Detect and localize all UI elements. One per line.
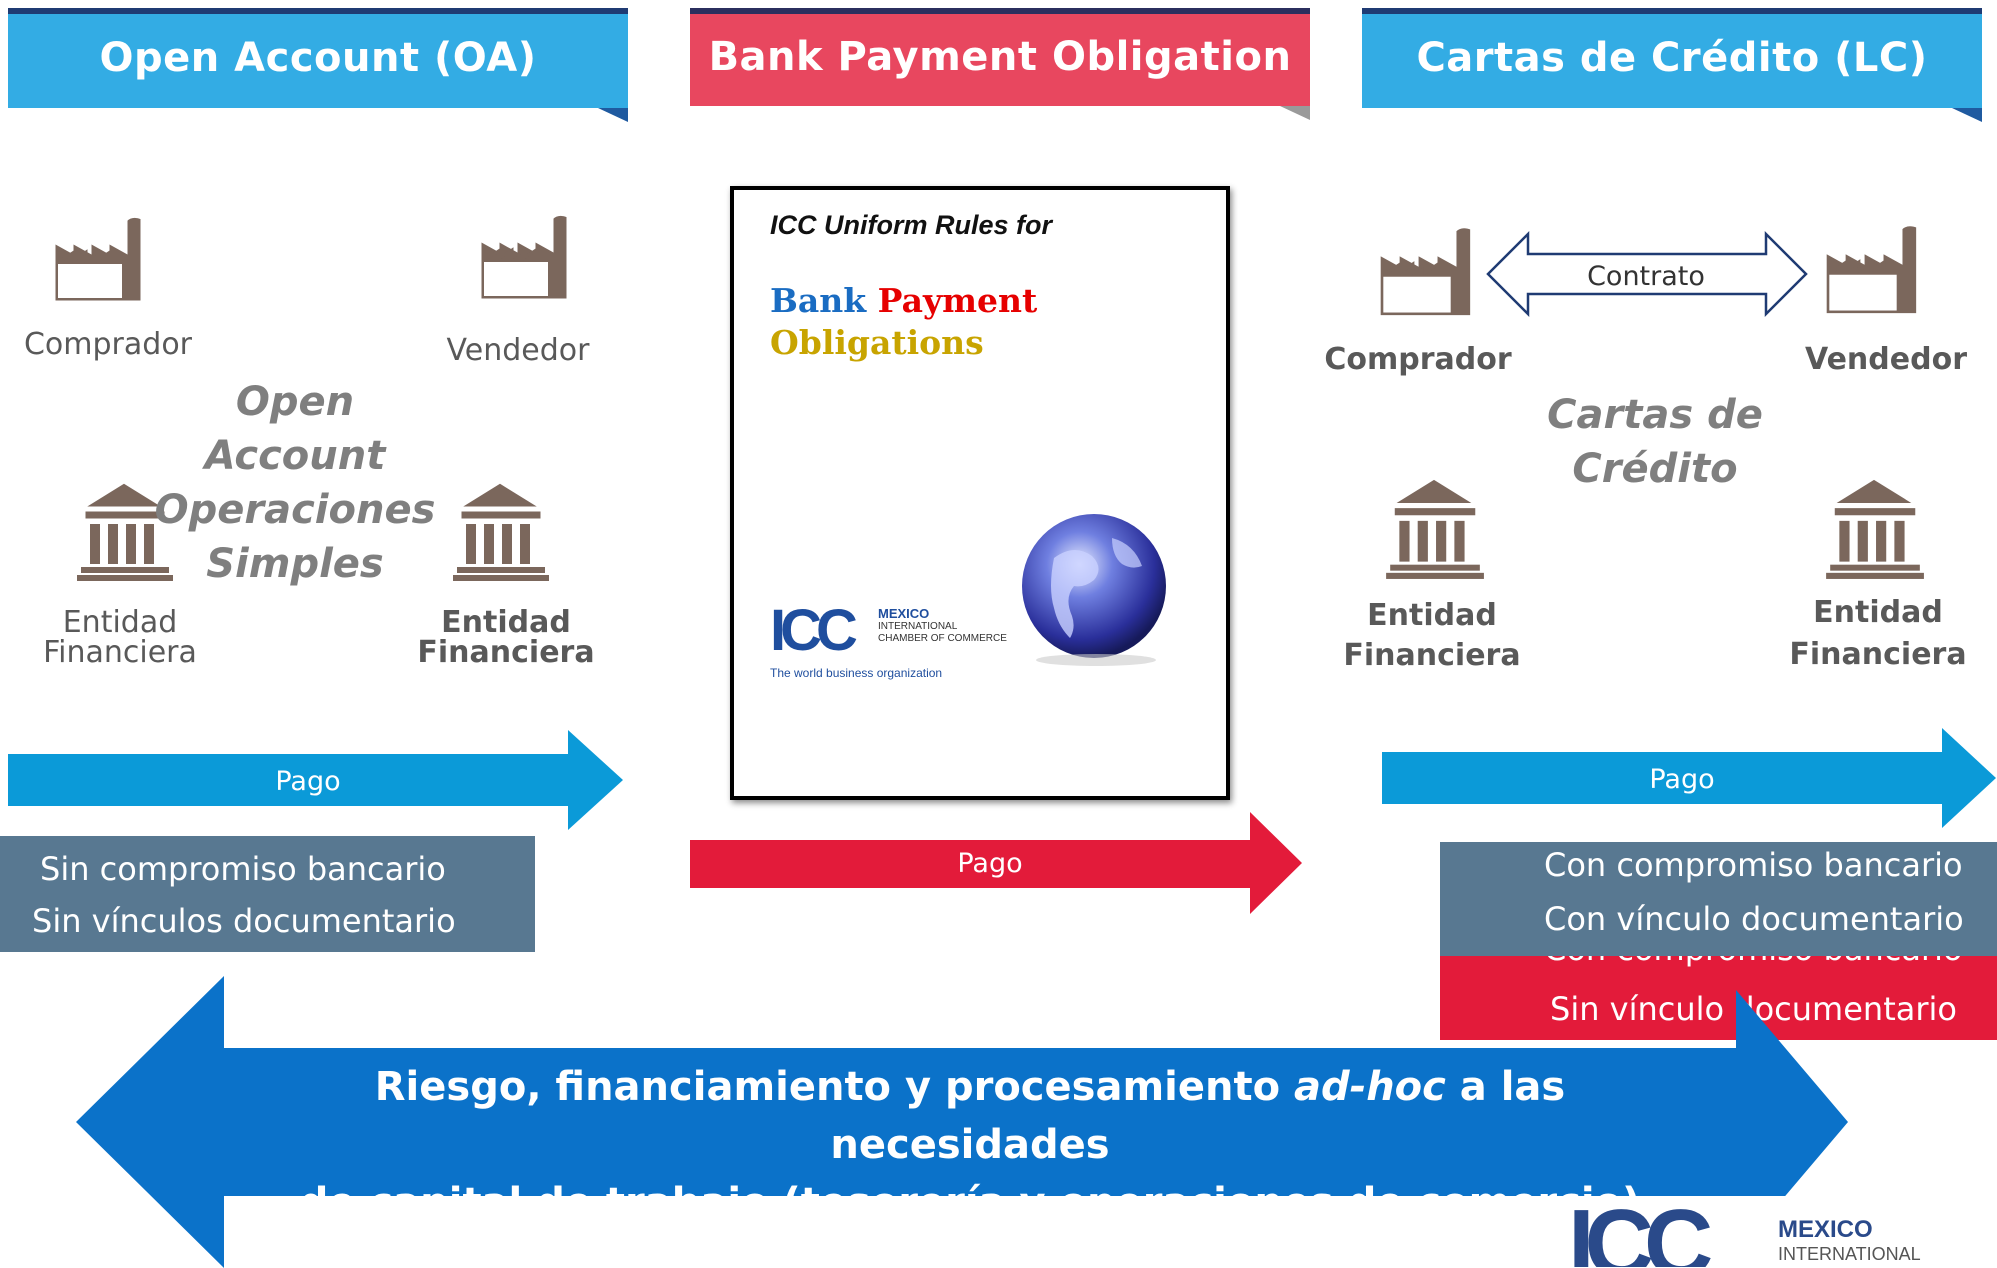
lc-comprador-label: Comprador [1324,342,1512,377]
header-tab [1952,108,1982,122]
text-segment-italic: ad-hoc [1293,1064,1446,1110]
lc-gray-box-line: Con compromiso bancario [1544,846,1963,884]
factory-icon [1823,223,1920,317]
header-bpo: Bank Payment Obligation [690,8,1310,120]
big-arrow-line1: Riesgo, financiamiento y procesamiento a… [240,1058,1700,1174]
lc-pago-arrow [1382,728,1996,828]
factory-icon [1377,225,1474,319]
doc-title-bank: Bank [770,281,867,320]
lc-center-text: Cartas de Crédito [1500,388,1810,496]
icc-logo-tagline: The world business organization [770,666,943,680]
oa-info-box: Sin compromiso bancario Sin vínculos doc… [0,836,535,952]
lc-entidad-right-label: Entidad Financiera [1778,592,1978,676]
oa-box-line: Sin vínculos documentario [32,902,456,940]
globe-icon [1022,514,1166,666]
oa-entidad-left-label: Entidad Financiera [20,608,220,668]
icc-logo-line2: INTERNATIONAL [878,621,958,632]
header-top-line [8,8,628,14]
bank-icon [1824,476,1926,581]
label-line: Entidad [441,605,571,640]
label-line: Financiera [43,635,197,670]
lc-center-line: Crédito [1572,446,1738,492]
oa-center-line: Operaciones [154,487,436,533]
header-cartas-credito: Cartas de Crédito (LC) [1362,8,1982,122]
doc-title-payment: Payment [877,281,1038,320]
text-segment: a las necesidades [830,1064,1566,1168]
header-title: Cartas de Crédito (LC) [1416,35,1928,81]
header-title: Open Account (OA) [99,35,537,81]
header-top-line [690,8,1310,14]
label-line: Financiera [1343,638,1521,673]
big-arrow-text: Riesgo, financiamiento y procesamiento a… [240,1058,1700,1232]
lc-gray-box: Con compromiso bancario Con vínculo docu… [1440,842,1997,956]
icc-logo-letters: ICC [770,598,858,663]
lc-entidad-left-label: Entidad Financiera [1332,596,1532,676]
bank-icon [75,480,175,583]
text-segment: Riesgo, financiamiento y procesamiento [374,1064,1294,1110]
big-arrow-line2: de capital de trabajo (tesorería y opera… [299,1180,1641,1226]
oa-box-line: Sin compromiso bancario [40,850,446,888]
icc-logo-line3: CHAMBER OF COMMERCE [878,633,1007,644]
footer-icc-logo: ICC MEXICO INTERNATIONAL [1568,1196,1988,1267]
contrato-label: Contrato [1587,261,1705,292]
bpo-pago-arrow [690,812,1302,914]
lc-pago-label: Pago [1649,764,1715,795]
label-line: Financiera [417,635,595,670]
header-open-account: Open Account (OA) [8,8,628,122]
footer-logo-line2: INTERNATIONAL [1778,1244,1921,1264]
icc-logo: ICC MEXICO INTERNATIONAL CHAMBER OF COMM… [770,598,1007,681]
big-double-arrow [76,976,1848,1268]
header-tab [598,108,628,122]
oa-pago-label: Pago [275,766,341,797]
lc-vendedor-label: Vendedor [1805,342,1967,377]
factory-icon [52,214,144,304]
header-top-line [1362,8,1982,14]
oa-center-line: Open Account [204,379,386,479]
doc-title: Bank Payment Obligations [770,280,1037,364]
label-line: Financiera [1789,637,1967,672]
footer-logo-line1: MEXICO [1778,1216,1873,1243]
oa-center-text: Open Account Operaciones Simples [140,375,450,591]
bank-icon [451,480,551,583]
icc-logo-line1: MEXICO [878,606,930,621]
doc-subtitle: ICC Uniform Rules for [770,210,1053,240]
oa-comprador-label: Comprador [23,327,193,362]
contrato-double-arrow [1486,230,1808,318]
footer-logo-letters: ICC [1568,1196,1713,1267]
bpo-pago-label: Pago [957,848,1023,879]
factory-icon [478,212,570,302]
header-title: Bank Payment Obligation [708,34,1292,80]
bpo-document: ICC Uniform Rules for Bank Payment Oblig… [730,186,1230,800]
oa-pago-arrow [8,730,623,830]
label-line: Entidad [62,605,178,640]
lc-gray-box-line: Con vínculo documentario [1544,900,1964,938]
label-line: Entidad [1813,595,1943,630]
doc-title-obligations: Obligations [770,323,984,362]
oa-entidad-right-label: Entidad Financiera [406,608,606,668]
label-line: Entidad [1367,598,1497,633]
oa-vendedor-label: Vendedor [446,333,590,368]
lc-center-line: Cartas de [1547,392,1763,438]
header-tab [1280,106,1310,120]
bank-icon [1384,476,1486,581]
oa-center-line: Simples [206,541,384,587]
